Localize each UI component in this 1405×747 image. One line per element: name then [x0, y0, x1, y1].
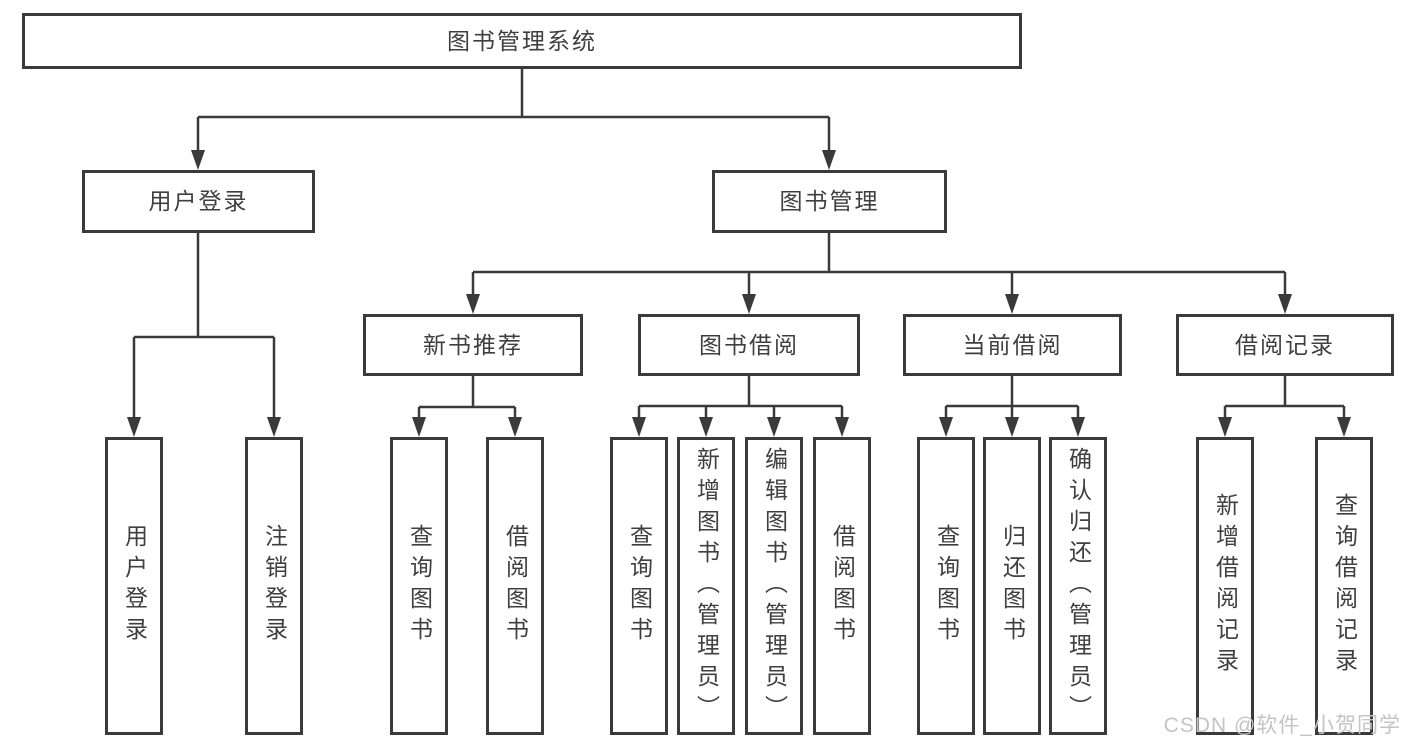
leaf-query-books-recommend: 查询图书	[390, 437, 448, 735]
node-label: 用户登录	[121, 524, 148, 648]
leaf-logout: 注销登录	[245, 437, 303, 735]
csdn-watermark: CSDN @软件_小贺同学	[1163, 714, 1401, 737]
node-label: 图书借阅	[699, 331, 799, 358]
leaf-user-login: 用户登录	[105, 437, 163, 735]
node-new-book-recommendation: 新书推荐	[363, 314, 583, 376]
node-user-login: 用户登录	[82, 170, 315, 233]
node-label: 借阅图书	[502, 524, 529, 648]
node-label: 用户登录	[148, 188, 249, 214]
connector-paths	[132, 69, 1346, 418]
leaf-query-books-borrow: 查询图书	[610, 437, 668, 735]
leaf-query-books-current: 查询图书	[917, 437, 975, 735]
node-book-borrowing: 图书借阅	[638, 314, 860, 376]
leaf-confirm-return-admin: 确认归还（管理员）	[1049, 437, 1107, 735]
node-label: 查询图书	[933, 524, 960, 648]
node-label: 查询图书	[626, 524, 653, 648]
node-label: 查询借阅记录	[1331, 493, 1358, 679]
node-label: 查询图书	[406, 524, 433, 648]
node-label: 当前借阅	[962, 331, 1063, 358]
node-label: 归还图书	[999, 524, 1026, 648]
leaf-borrow-books: 借阅图书	[813, 437, 871, 735]
node-label: 新增借阅记录	[1212, 493, 1239, 679]
leaf-add-borrow-record: 新增借阅记录	[1196, 437, 1254, 735]
node-label: 编辑图书（管理员）	[761, 446, 788, 726]
node-label: 借阅图书	[829, 524, 856, 648]
leaf-edit-books-admin: 编辑图书（管理员）	[745, 437, 803, 735]
leaf-add-books-admin: 新增图书（管理员）	[677, 437, 735, 735]
node-borrowing-records: 借阅记录	[1176, 314, 1394, 376]
node-label: 注销登录	[261, 524, 288, 648]
leaf-query-borrow-record: 查询借阅记录	[1315, 437, 1373, 735]
node-label: 确认归还（管理员）	[1065, 446, 1092, 726]
node-book-management: 图书管理	[712, 170, 947, 233]
node-label: 图书管理系统	[447, 27, 597, 54]
node-current-borrowing: 当前借阅	[903, 314, 1122, 376]
node-label: 图书管理	[779, 188, 880, 214]
arrowheads	[127, 150, 1351, 437]
node-label: 借阅记录	[1235, 331, 1335, 358]
leaf-borrow-books-recommend: 借阅图书	[486, 437, 544, 735]
node-label: 新书推荐	[423, 331, 523, 358]
node-book-management-system: 图书管理系统	[22, 13, 1022, 69]
node-label: 新增图书（管理员）	[693, 446, 720, 726]
leaf-return-books: 归还图书	[983, 437, 1041, 735]
